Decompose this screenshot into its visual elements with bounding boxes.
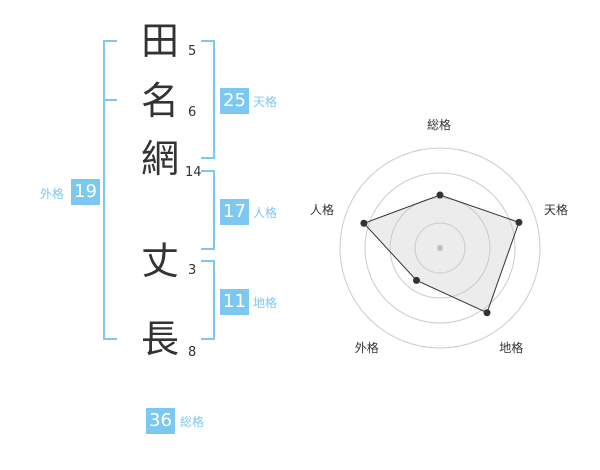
name-char-2: 名 [140,79,179,123]
gaikaku-value: 19 [71,179,100,205]
gaikaku-label: 外格 [40,187,65,201]
radar-ring [364,172,516,324]
soukaku-value: 36 [146,408,175,434]
radar-series [363,194,520,314]
gaikaku-bracket [103,40,117,340]
radar-point-2 [483,309,491,317]
stroke-count-5: 8 [188,345,197,360]
radar-axis-label-3: 外格 [354,340,379,355]
radar-center [437,245,443,251]
chikaku-value: 11 [220,289,249,315]
name-char-1: 田 [140,19,179,63]
radar-point-0 [436,191,444,199]
radar-axis-label-0: 総格 [427,118,452,132]
chikaku-label: 地格 [253,296,278,310]
jinkaku-value: 17 [220,199,249,225]
soukaku-label: 総格 [180,415,205,429]
jinkaku-bracket [201,170,215,250]
radar-point-4 [360,219,368,227]
radar-axis-label-4: 人格 [310,202,335,217]
tenkaku-label: 天格 [253,95,278,109]
name-char-4: 丈 [140,239,179,283]
radar-ring [414,222,466,274]
tenkaku-bracket [201,40,215,159]
stroke-count-4: 3 [188,263,197,278]
chikaku-bracket [201,260,215,340]
name-char-5: 長 [140,317,179,361]
stroke-count-3: 14 [185,165,202,180]
radar-axis-label-2: 地格 [499,340,524,355]
radar-point-1 [515,218,523,226]
radar-point-3 [412,276,420,284]
stroke-count-1: 5 [188,44,197,59]
jinkaku-label: 人格 [253,206,278,220]
stroke-count-2: 6 [188,105,197,120]
radar-axis-label-1: 天格 [543,202,568,217]
name-char-3: 網 [140,137,179,181]
tenkaku-value: 25 [220,88,249,114]
radar-ring [339,147,541,349]
